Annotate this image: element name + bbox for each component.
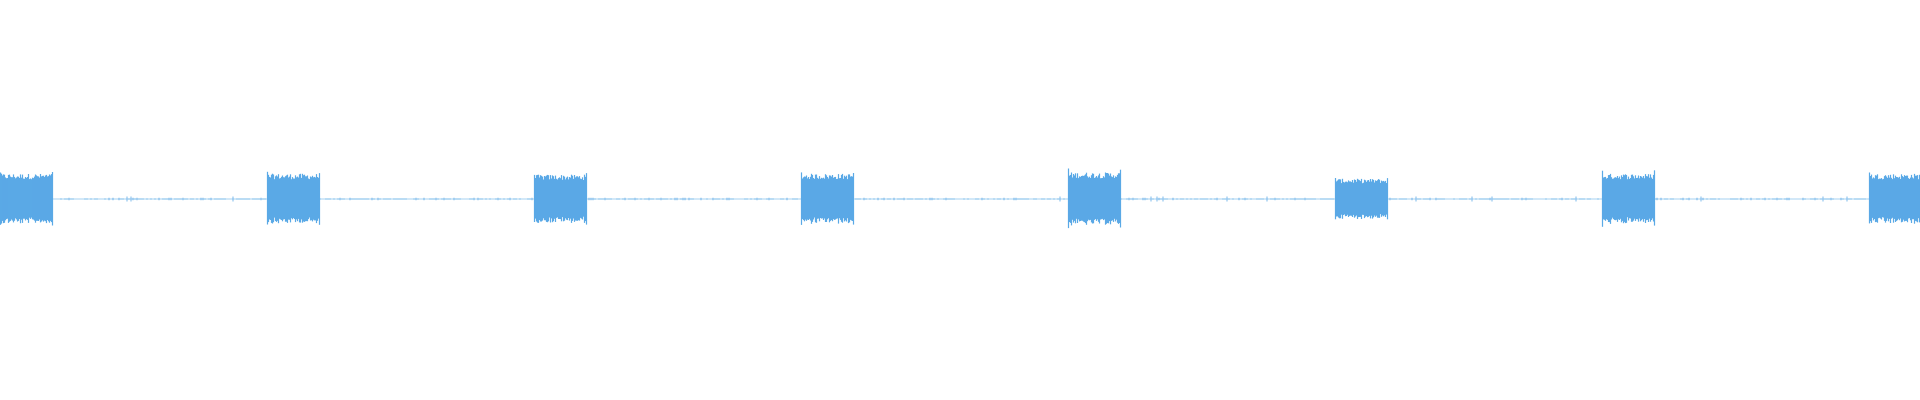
waveform-burst xyxy=(800,172,855,225)
waveform-burst xyxy=(1334,178,1389,220)
waveform-burst xyxy=(533,173,588,225)
waveform-burst xyxy=(0,172,54,226)
waveform-burst xyxy=(1067,168,1122,229)
waveform-noise xyxy=(60,196,1866,202)
waveform-burst xyxy=(266,171,321,225)
waveform-burst xyxy=(1868,172,1920,224)
waveform-bursts xyxy=(0,168,1920,229)
waveform-burst xyxy=(1601,170,1656,227)
